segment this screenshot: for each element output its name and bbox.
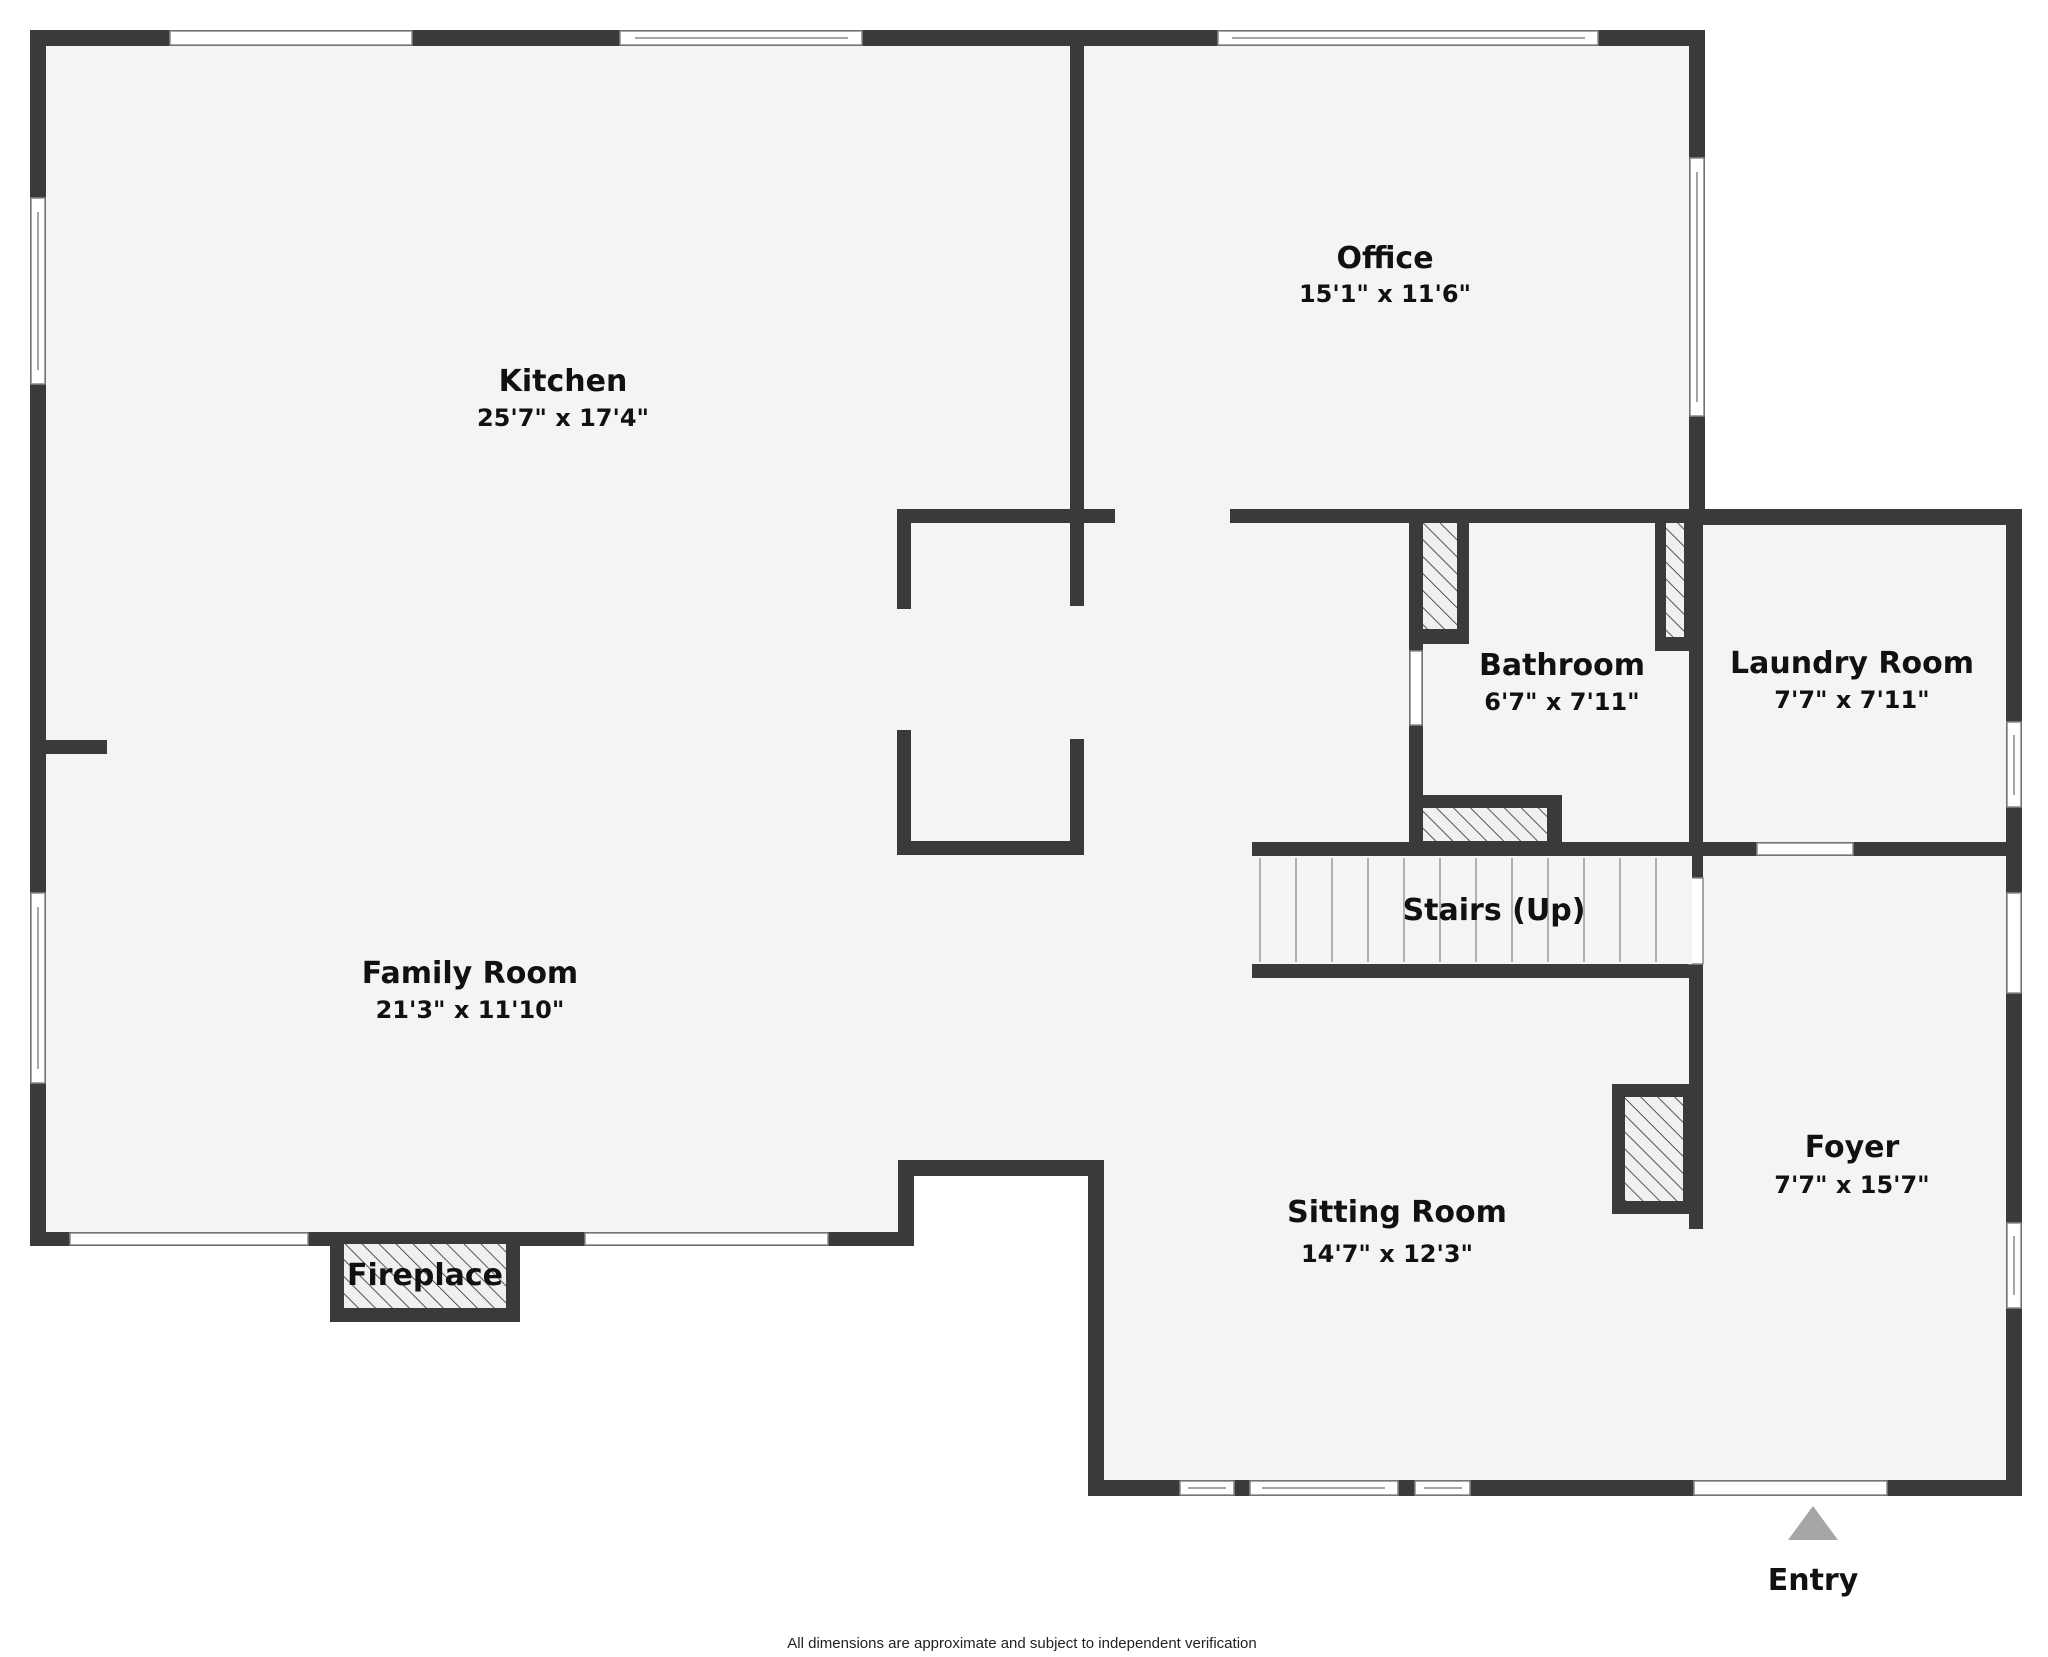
bathroom-label: Bathroom bbox=[1479, 648, 1645, 683]
laundry-room-label: Laundry Room bbox=[1730, 646, 1974, 681]
sitting-room-dimensions: 14'7" x 12'3" bbox=[1301, 1240, 1473, 1268]
family-room-dimensions: 21'3" x 11'10" bbox=[376, 996, 565, 1024]
fireplace-label: Fireplace bbox=[347, 1258, 503, 1293]
entry-arrow-icon bbox=[1788, 1506, 1838, 1540]
fireplace bbox=[330, 1232, 520, 1322]
windows bbox=[30, 30, 2022, 1496]
office-dimensions: 15'1" x 11'6" bbox=[1299, 280, 1471, 308]
floor-area bbox=[37, 40, 2014, 1488]
chase-blocks bbox=[1409, 519, 1696, 1214]
kitchen-dimensions: 25'7" x 17'4" bbox=[477, 404, 649, 432]
family-room-label: Family Room bbox=[362, 956, 578, 991]
entry-label: Entry bbox=[1768, 1563, 1859, 1598]
office-label: Office bbox=[1336, 241, 1433, 276]
kitchen-label: Kitchen bbox=[499, 364, 628, 399]
foyer-label: Foyer bbox=[1805, 1130, 1900, 1165]
laundry-room-dimensions: 7'7" x 7'11" bbox=[1774, 686, 1929, 714]
stairs-label: Stairs (Up) bbox=[1403, 893, 1586, 928]
staircase bbox=[1252, 856, 1692, 964]
disclaimer-text: All dimensions are approximate and subje… bbox=[787, 1635, 1256, 1652]
foyer-dimensions: 7'7" x 15'7" bbox=[1774, 1171, 1929, 1199]
sitting-room-label: Sitting Room bbox=[1287, 1195, 1507, 1230]
bathroom-dimensions: 6'7" x 7'11" bbox=[1484, 688, 1639, 716]
